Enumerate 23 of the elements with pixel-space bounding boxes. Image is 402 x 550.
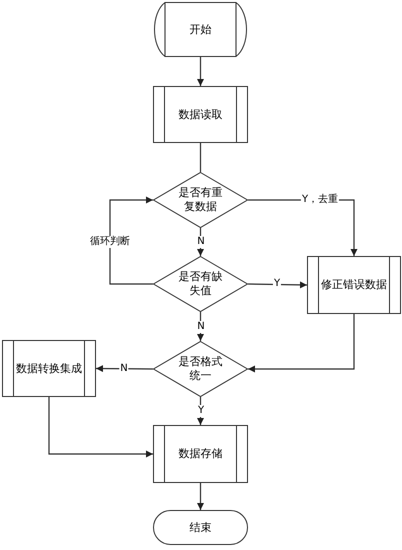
- decision-diamond: 是否有重复数据: [153, 172, 248, 228]
- arrow: [197, 312, 204, 341]
- edge-label: Y: [196, 405, 206, 417]
- arrow: [96, 365, 153, 372]
- arrow: [248, 281, 308, 288]
- arrow: [197, 483, 204, 510]
- arrow: [248, 314, 355, 372]
- start-terminal: 开始: [153, 2, 248, 57]
- edge-label: Y，去重: [300, 194, 340, 206]
- process-box: 数据读取: [153, 86, 248, 143]
- decision-diamond: 是否有缺失值: [153, 256, 248, 312]
- decision-diamond: 是否格式统一: [153, 341, 248, 397]
- process-box: 修正错误数据: [307, 256, 401, 314]
- edge-label: 循环判断: [89, 236, 131, 248]
- edge-label: N: [196, 321, 206, 333]
- process-box: 数据转换集成: [2, 340, 96, 397]
- process-box: 数据存储: [153, 425, 248, 483]
- arrow: [197, 57, 204, 86]
- arrow: [109, 196, 153, 285]
- arrow: [48, 397, 153, 458]
- edge-label: N: [196, 236, 206, 248]
- arrow: [197, 228, 204, 256]
- end-terminal: 结束: [153, 510, 248, 545]
